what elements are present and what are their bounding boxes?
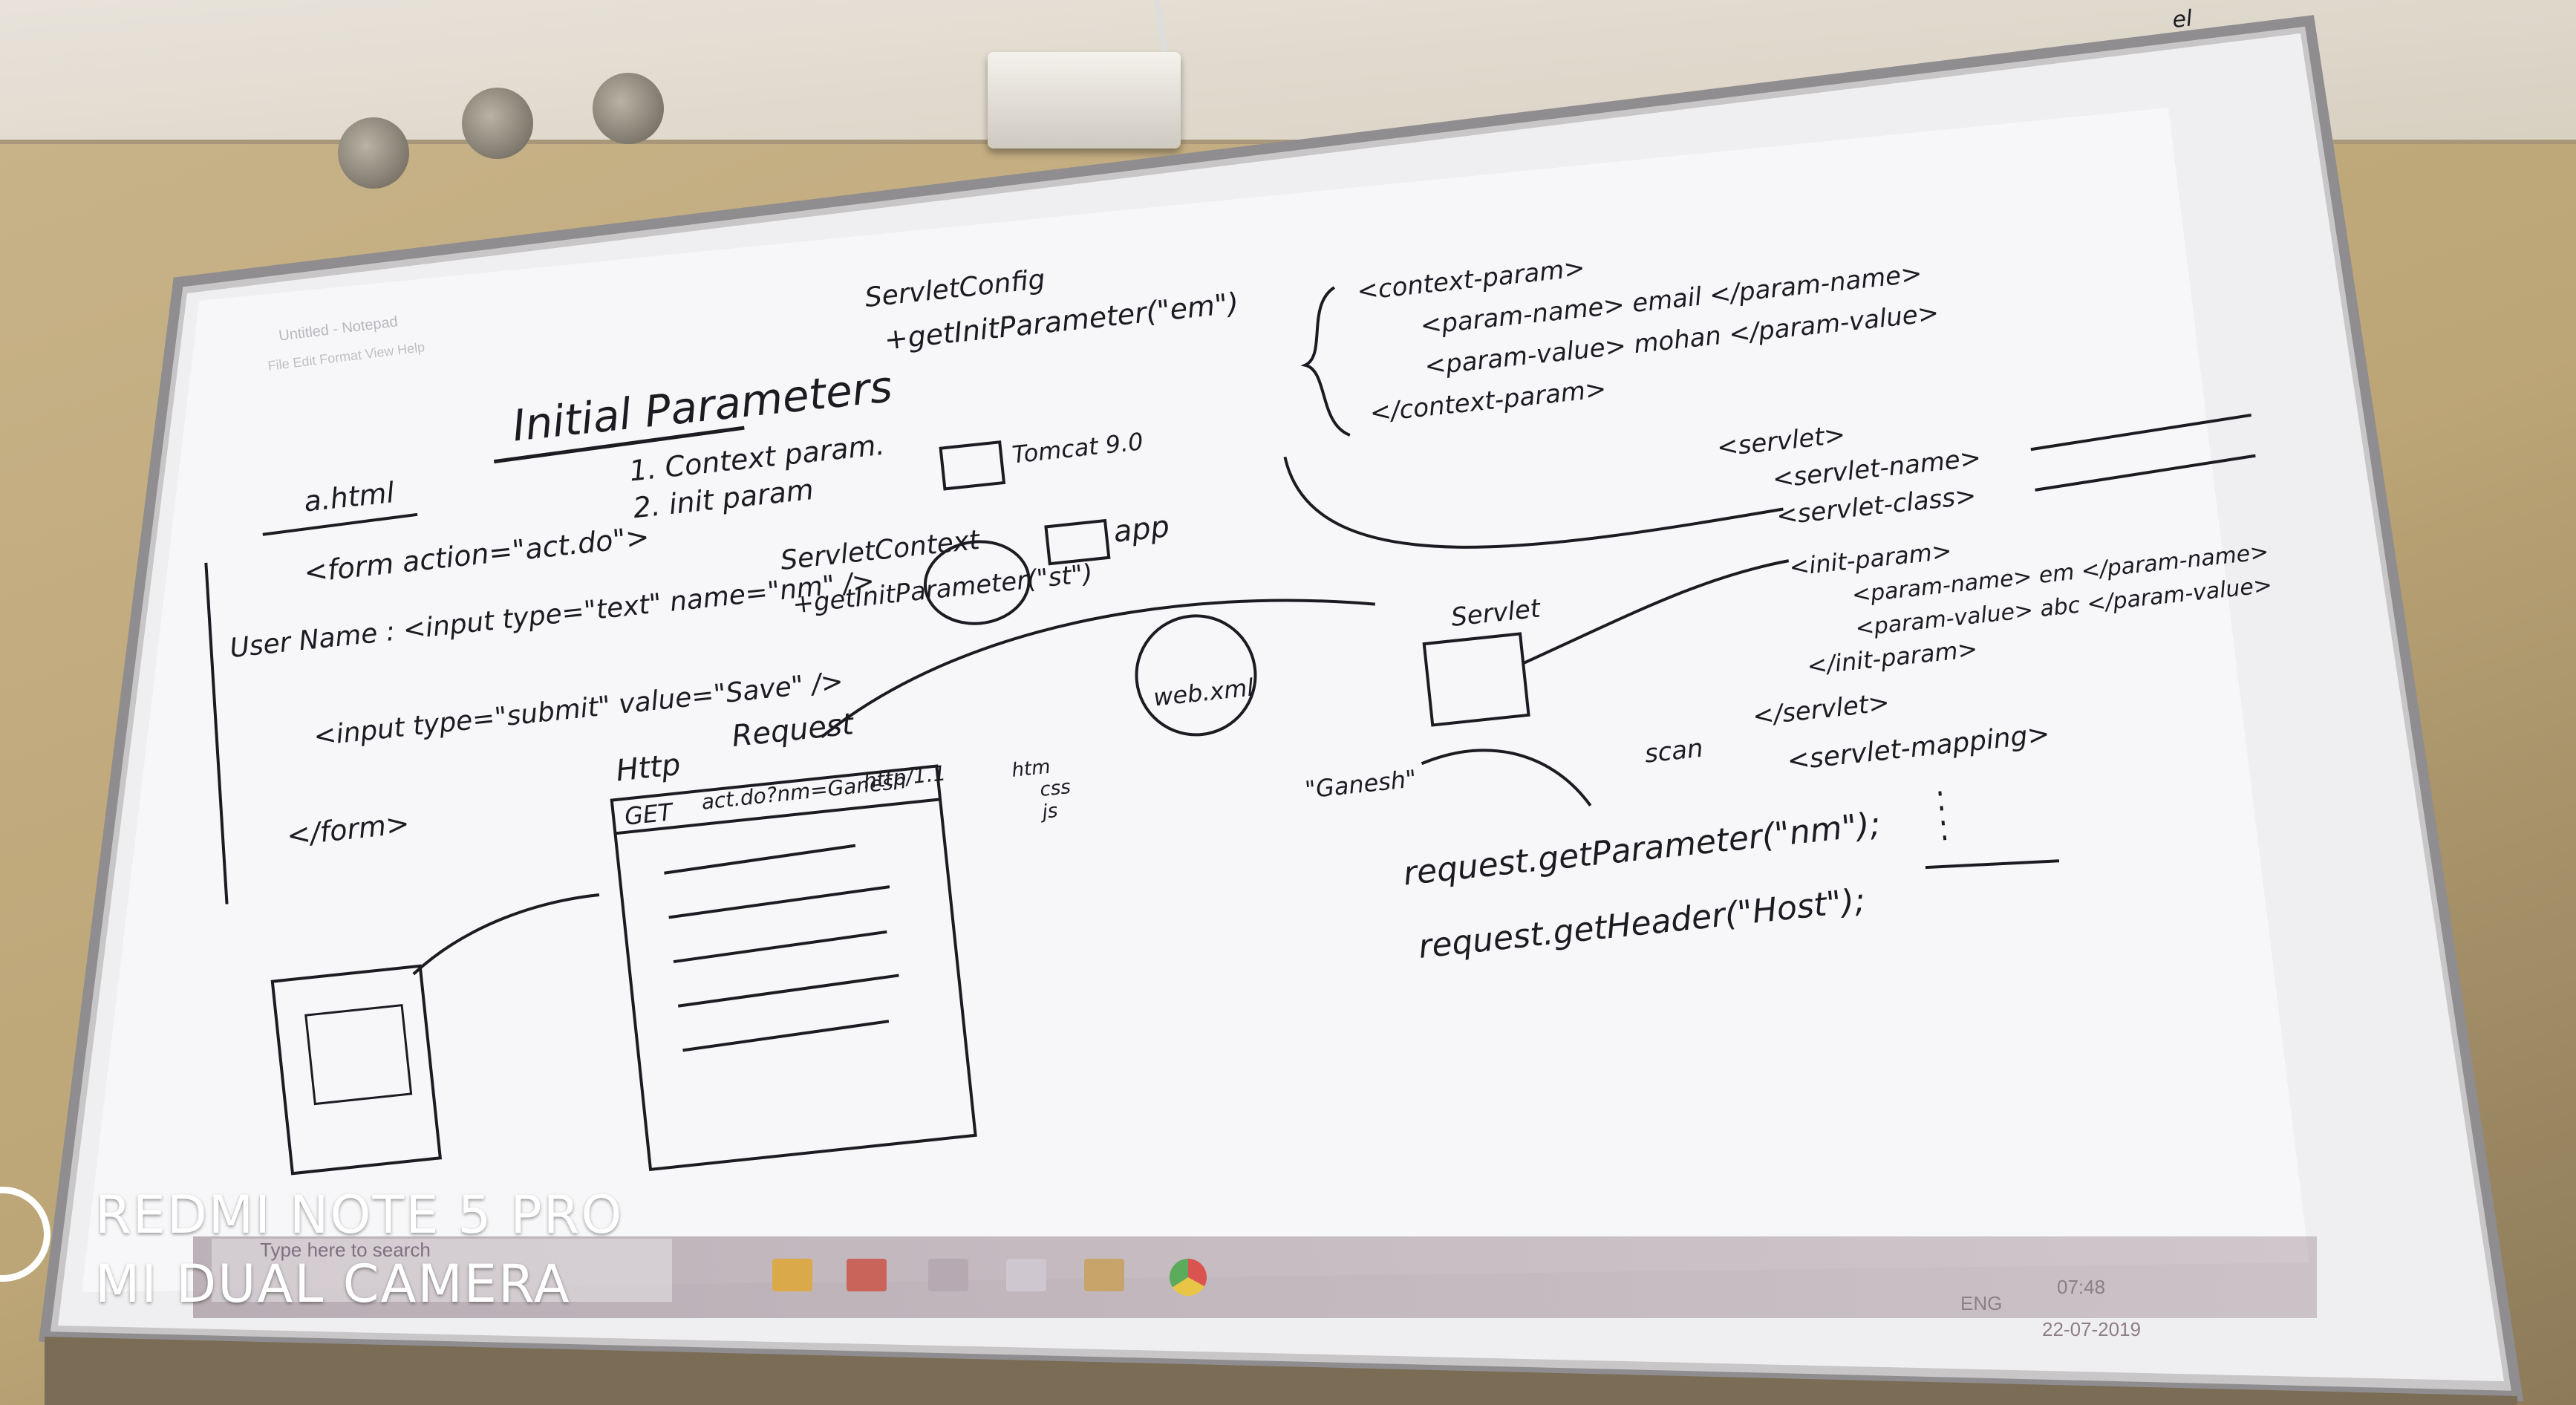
form-open-tag: <form action="act.do"> <box>302 520 650 589</box>
servlet-mapping-tag: <servlet-mapping> <box>1786 719 2051 777</box>
tomcat-box-icon <box>939 440 1006 491</box>
ceiling-speaker-icon <box>338 117 409 189</box>
app-box-icon <box>1044 518 1111 566</box>
window-icon <box>928 1259 968 1291</box>
request-protocol: http/1.1 <box>862 760 947 793</box>
request-table <box>610 764 977 1172</box>
init-param-close: </init-param> <box>1806 634 1979 680</box>
app-label: app <box>1112 509 1171 550</box>
request-get-parameter: request.getParameter("nm"); <box>1401 805 1882 893</box>
servlet-context-label: ServletContext <box>779 525 982 576</box>
context-param-close: </context-param> <box>1369 374 1608 428</box>
projected-search-box <box>212 1239 672 1302</box>
chrome-icon <box>1170 1259 1207 1296</box>
projector-unit <box>988 52 1181 149</box>
request-label: Request <box>730 707 855 754</box>
scan-label: scan <box>1643 734 1705 769</box>
ganesh-value: "Ganesh" <box>1303 764 1418 804</box>
tray-time: 07:48 <box>2057 1276 2106 1298</box>
file-type-htm: htm <box>1011 756 1051 782</box>
app-icon <box>847 1259 887 1291</box>
tomcat-label: Tomcat 9.0 <box>1011 427 1144 469</box>
request-method: GET <box>623 798 676 831</box>
file-type-js: js <box>1039 800 1059 824</box>
tray-language: ENG <box>1960 1292 2003 1314</box>
web-xml-label: web.xml <box>1152 673 1255 711</box>
http-label: Http <box>614 748 682 789</box>
corner-mark: el <box>2171 5 2194 33</box>
browser-sketch <box>270 964 443 1176</box>
projected-search-text: Type here to search <box>260 1239 431 1261</box>
html-file-label: a.html <box>302 476 396 518</box>
servlet-object-label: Servlet <box>1450 593 1542 633</box>
watermark-line-2: MI DUAL CAMERA <box>95 1254 571 1314</box>
watermark-line-1: REDMI NOTE 5 PRO <box>95 1184 624 1245</box>
servlet-config-label: ServletConfig <box>864 264 1046 313</box>
form-close-tag: </form> <box>285 806 411 852</box>
file-type-css: css <box>1039 776 1072 801</box>
document-icon <box>1006 1259 1046 1291</box>
servlet-open: <servlet> <box>1715 420 1847 463</box>
servlet-close: </servlet> <box>1751 688 1891 731</box>
pen-icon <box>1084 1259 1124 1291</box>
tray-date: 22-07-2019 <box>2042 1318 2141 1340</box>
servlet-object-box <box>1422 632 1530 727</box>
request-get-header: request.getHeader("Host"); <box>1417 881 1868 966</box>
ceiling-speaker-icon <box>462 88 533 159</box>
folder-icon <box>772 1259 812 1291</box>
ceiling-speaker-icon <box>593 73 664 144</box>
